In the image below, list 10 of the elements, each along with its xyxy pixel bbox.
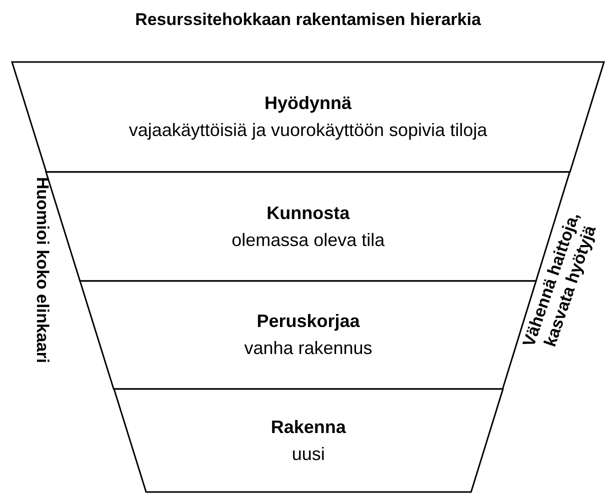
- diagram-title: Resurssitehokkaan rakentamisen hierarkia: [134, 10, 482, 30]
- level-heading: Rakenna: [270, 416, 346, 438]
- level-heading: Hyödynnä: [264, 92, 352, 115]
- level-description: olemassa oleva tila: [232, 228, 385, 252]
- level-heading: Peruskorjaa: [256, 310, 360, 333]
- level-description: uusi: [292, 442, 325, 466]
- side-note: Huomioi koko elinkaari: [32, 176, 52, 366]
- level-heading: Kunnosta: [266, 202, 350, 224]
- level-description: vanha rakennus: [244, 337, 372, 360]
- level-description: vajaakäyttöisiä ja vuorokäyttöön sopivia tiloja: [128, 119, 488, 142]
